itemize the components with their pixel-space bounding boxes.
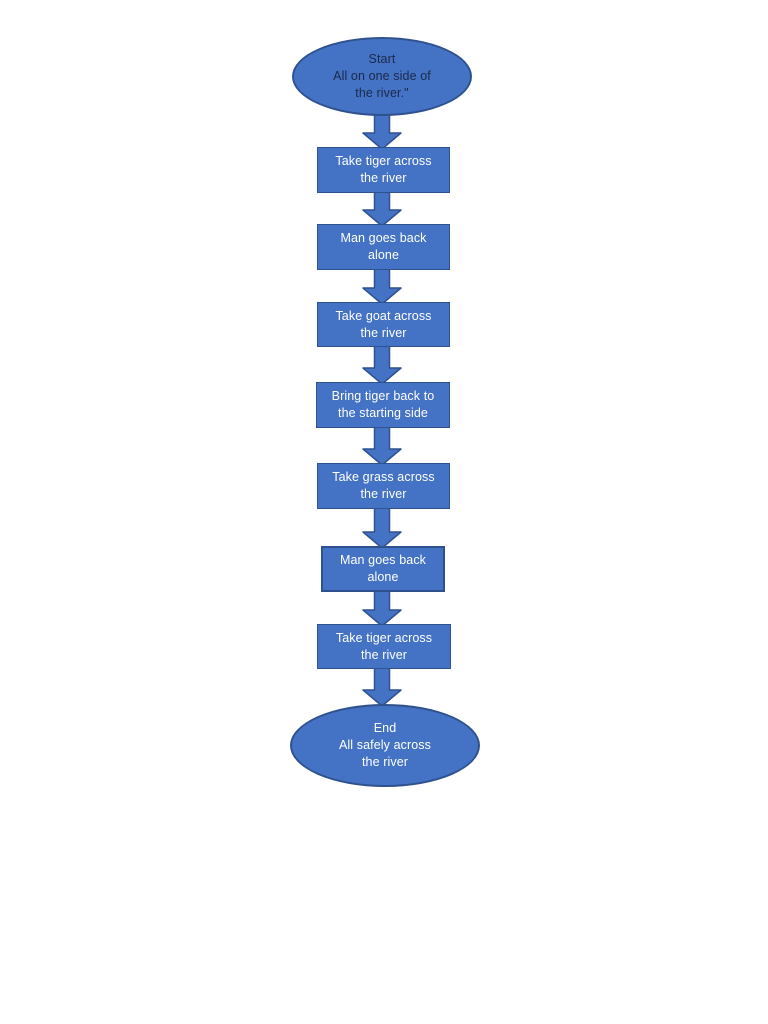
flowchart-node-step-4: Bring tiger back to the starting side	[316, 382, 450, 428]
flowchart-node-step-2: Man goes back alone	[317, 224, 450, 270]
flowchart-node-step-6: Man goes back alone	[321, 546, 445, 592]
flow-arrow-down-8	[362, 665, 402, 707]
node-label-line: alone	[367, 248, 400, 262]
node-label-line: End	[373, 721, 397, 735]
flow-arrow-down-3	[362, 266, 402, 305]
node-label-line: Take tiger across	[335, 630, 433, 645]
flow-arrow-down-6	[362, 505, 402, 549]
flowchart-node-step-7: Take tiger across the river	[317, 624, 451, 669]
flow-arrow-down-2	[362, 189, 402, 227]
flowchart-node-step-3: Take goat across the river	[317, 302, 450, 347]
node-label-line: Take tiger across	[335, 154, 432, 168]
node-label-line: Take grass across	[332, 470, 435, 484]
flow-arrow-down-1	[362, 112, 402, 150]
node-label-line: the river	[360, 647, 408, 662]
node-label-line: All on one side of	[333, 69, 431, 83]
flow-arrow-down-4	[362, 343, 402, 385]
flow-arrow-down-5	[362, 424, 402, 466]
node-label-line: alone	[367, 570, 399, 584]
node-label-line: the river	[360, 325, 407, 340]
node-label-line: Man goes back	[339, 553, 427, 567]
node-label-line: Bring tiger back to	[331, 389, 435, 403]
flow-arrow-down-7	[362, 588, 402, 627]
node-label-line: the river."	[355, 86, 409, 100]
node-label-line: the river	[361, 755, 409, 769]
node-label-line: Man goes back	[340, 231, 427, 245]
flowchart-node-step-5: Take grass across the river	[317, 463, 450, 509]
node-label-line: All safely across	[338, 738, 431, 752]
node-label-line: Take goat across	[335, 308, 432, 323]
node-label-line: the starting side	[338, 406, 428, 420]
flowchart-node-step-1: Take tiger across the river	[317, 147, 450, 193]
node-label-line: the river	[360, 171, 407, 185]
node-label-line: Start	[368, 52, 396, 66]
node-label-line: the river	[360, 487, 407, 501]
